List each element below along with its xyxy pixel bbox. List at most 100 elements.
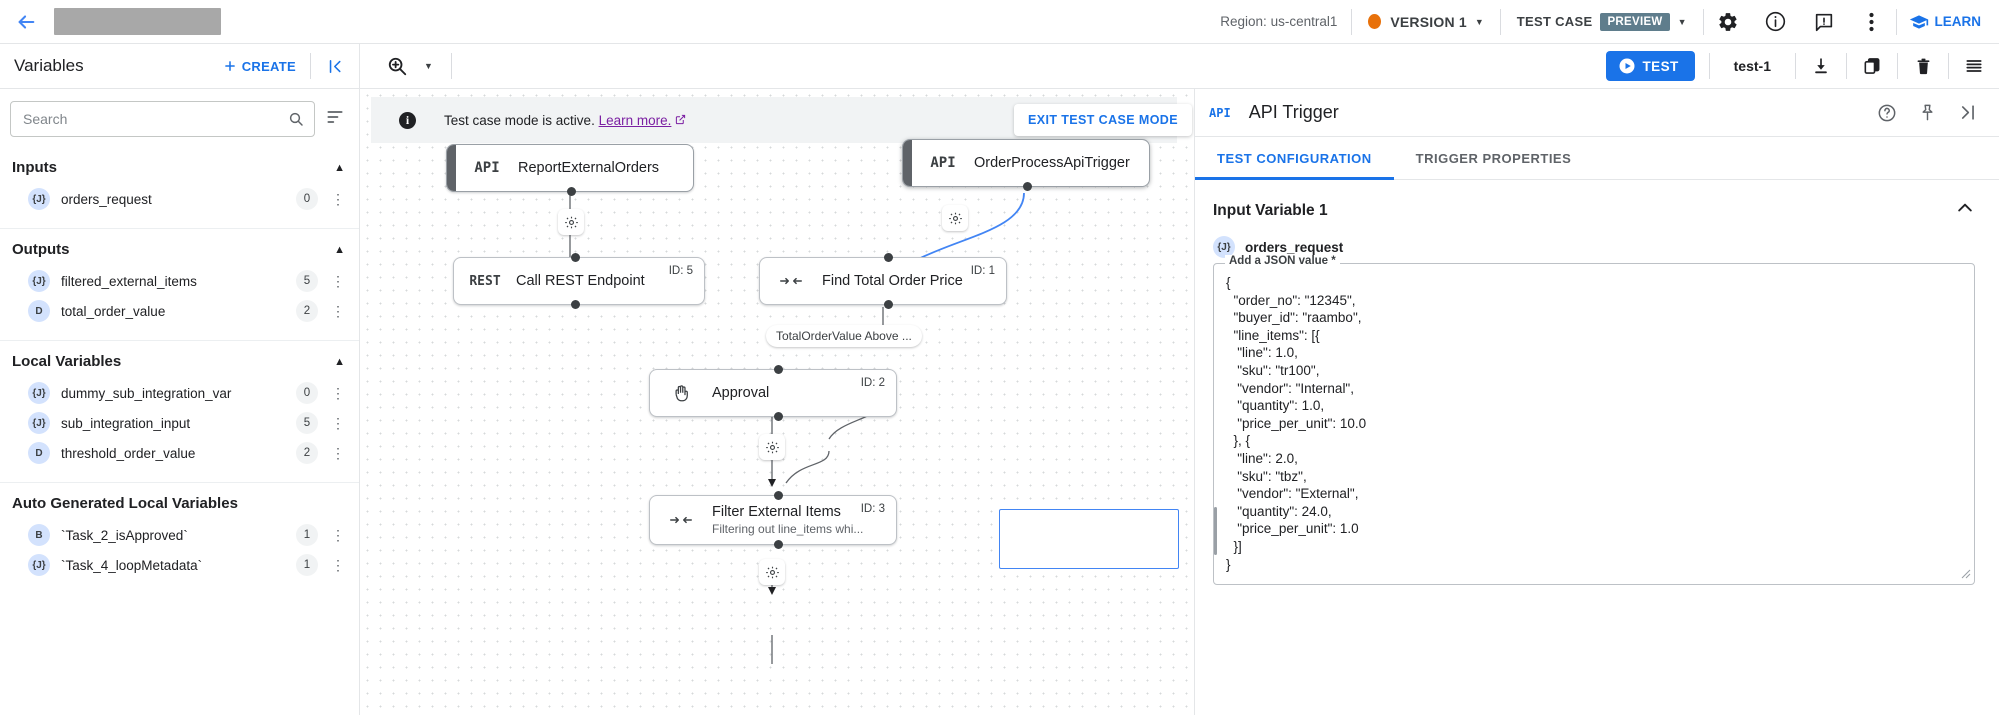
json-value-field[interactable]: { "order_no": "12345", "buyer_id": "raam… xyxy=(1213,263,1975,585)
node-output-port[interactable] xyxy=(884,300,893,309)
node-filter-external-items[interactable]: Filter External Items Filtering out line… xyxy=(649,491,897,549)
logs-button[interactable] xyxy=(1949,44,1999,89)
node-accent-bar xyxy=(903,140,912,186)
node-order-process-api-trigger[interactable]: API OrderProcessApiTrigger xyxy=(902,139,1150,191)
search-input[interactable] xyxy=(21,110,288,128)
divider xyxy=(1846,53,1847,79)
scrollbar-thumb[interactable] xyxy=(1214,507,1217,555)
rest-icon: REST xyxy=(469,273,501,289)
edge-condition-label[interactable]: TotalOrderValue Above ... xyxy=(766,325,922,347)
section-header[interactable]: Outputs ▲ xyxy=(0,229,359,266)
variable-row[interactable]: {J} dummy_sub_integration_var 0 ⋮ xyxy=(0,378,359,408)
node-title: OrderProcessApiTrigger xyxy=(974,155,1130,171)
workflow-canvas[interactable]: i Test case mode is active. Learn more. … xyxy=(361,89,1194,715)
edge-settings-button[interactable] xyxy=(759,434,785,460)
info-button[interactable] xyxy=(1752,0,1800,44)
node-body: OrderProcessApiTrigger xyxy=(974,155,1149,171)
learn-more-link[interactable]: Learn more. xyxy=(599,113,672,128)
variable-name: orders_request xyxy=(1245,239,1344,255)
pin-button[interactable] xyxy=(1907,93,1947,133)
test-case-selector[interactable]: TEST CASE PREVIEW ▼ xyxy=(1501,0,1703,44)
learn-button[interactable]: LEARN xyxy=(1897,12,1999,32)
more-options-button[interactable] xyxy=(1848,0,1896,44)
search-box[interactable] xyxy=(10,101,315,137)
row-menu-button[interactable]: ⋮ xyxy=(331,302,345,319)
json-field-label: Add a JSON value * xyxy=(1225,255,1340,267)
row-menu-button[interactable]: ⋮ xyxy=(331,414,345,431)
search-row xyxy=(0,89,359,147)
variables-section-outputs: Outputs ▲ {J} filtered_external_items 5 … xyxy=(0,229,359,341)
node-report-external-orders[interactable]: API ReportExternalOrders xyxy=(446,144,694,196)
chevron-down-icon: ▼ xyxy=(1677,16,1687,27)
node-input-port[interactable] xyxy=(774,491,783,500)
test-button[interactable]: TEST xyxy=(1605,51,1695,81)
tab-trigger-properties[interactable]: TRIGGER PROPERTIES xyxy=(1415,150,1572,166)
collapse-variables-button[interactable] xyxy=(311,58,359,75)
settings-button[interactable] xyxy=(1704,0,1752,44)
expand-panel-button[interactable] xyxy=(1947,93,1987,133)
node-input-port[interactable] xyxy=(884,253,893,262)
node-approval[interactable]: Approval ID: 2 xyxy=(649,365,897,421)
section-header[interactable]: Inputs ▲ xyxy=(0,147,359,184)
node-body: Call REST Endpoint xyxy=(516,273,704,289)
chevron-up-icon[interactable] xyxy=(1955,198,1975,223)
variable-row[interactable]: D threshold_order_value 2 ⋮ xyxy=(0,438,359,468)
row-menu-button[interactable]: ⋮ xyxy=(331,272,345,289)
node-output-port[interactable] xyxy=(1023,182,1032,191)
variable-row[interactable]: {J} sub_integration_input 5 ⋮ xyxy=(0,408,359,438)
exit-test-case-mode-button[interactable]: EXIT TEST CASE MODE xyxy=(1014,104,1192,136)
second-toolbar: Variables CREATE ▼ TEST test-1 xyxy=(0,43,1999,89)
panel-title: API Trigger xyxy=(1248,102,1339,122)
node-call-rest-endpoint[interactable]: REST Call REST Endpoint ID: 5 xyxy=(453,253,705,309)
row-menu-button[interactable]: ⋮ xyxy=(331,384,345,401)
node-output-port[interactable] xyxy=(567,187,576,196)
resize-handle[interactable] xyxy=(1959,567,1971,582)
node-input-port[interactable] xyxy=(774,365,783,374)
edge-settings-button[interactable] xyxy=(942,205,968,231)
edge-settings-button[interactable] xyxy=(558,209,584,235)
variable-type-badge: {J} xyxy=(28,270,50,292)
edge-settings-button[interactable] xyxy=(759,559,785,585)
node-find-total-order-price[interactable]: Find Total Order Price ID: 1 xyxy=(759,253,1007,309)
node-output-port[interactable] xyxy=(774,540,783,549)
variables-section-auto-generated: Auto Generated Local Variables B `Task_2… xyxy=(0,483,359,594)
input-variable-header[interactable]: Input Variable 1 xyxy=(1213,198,1975,223)
row-menu-button[interactable]: ⋮ xyxy=(331,526,345,543)
zoom-icon xyxy=(388,57,407,76)
row-menu-button[interactable]: ⋮ xyxy=(331,190,345,207)
variable-type-badge: D xyxy=(28,442,50,464)
test-case-name[interactable]: test-1 xyxy=(1733,58,1771,74)
row-menu-button[interactable]: ⋮ xyxy=(331,556,345,573)
json-value-text[interactable]: { "order_no": "12345", "buyer_id": "raam… xyxy=(1226,275,1367,572)
variable-row[interactable]: B `Task_2_isApproved` 1 ⋮ xyxy=(0,520,359,550)
feedback-button[interactable] xyxy=(1800,0,1848,44)
delete-button[interactable] xyxy=(1898,44,1948,89)
variable-row[interactable]: {J} filtered_external_items 5 ⋮ xyxy=(0,266,359,296)
variable-row[interactable]: D total_order_value 2 ⋮ xyxy=(0,296,359,326)
mapping-icon xyxy=(650,512,712,528)
chevron-up-icon[interactable]: ▲ xyxy=(334,161,345,174)
selection-box[interactable] xyxy=(999,509,1179,569)
chevron-up-icon[interactable]: ▲ xyxy=(334,243,345,256)
node-title: ReportExternalOrders xyxy=(518,160,660,176)
variable-row[interactable]: {J} orders_request 0 ⋮ xyxy=(0,184,359,214)
back-button[interactable] xyxy=(0,11,52,33)
section-header[interactable]: Local Variables ▲ xyxy=(0,341,359,378)
variable-row[interactable]: {J} `Task_4_loopMetadata` 1 ⋮ xyxy=(0,550,359,580)
duplicate-button[interactable] xyxy=(1847,44,1897,89)
create-variable-button[interactable]: CREATE xyxy=(223,59,310,74)
chevron-up-icon[interactable]: ▲ xyxy=(334,355,345,368)
sort-button[interactable] xyxy=(325,107,345,132)
node-output-port[interactable] xyxy=(774,412,783,421)
zoom-control[interactable]: ▼ xyxy=(360,55,451,77)
node-input-port[interactable] xyxy=(571,253,580,262)
version-selector[interactable]: VERSION 1 ▼ xyxy=(1352,0,1499,44)
row-menu-button[interactable]: ⋮ xyxy=(331,444,345,461)
help-button[interactable] xyxy=(1867,93,1907,133)
node-output-port[interactable] xyxy=(571,300,580,309)
variable-count: 2 xyxy=(296,300,318,322)
download-button[interactable] xyxy=(1796,44,1846,89)
tab-test-configuration[interactable]: TEST CONFIGURATION xyxy=(1195,137,1394,180)
section-header[interactable]: Auto Generated Local Variables xyxy=(0,483,359,520)
node-body: Filter External Items Filtering out line… xyxy=(712,504,896,536)
